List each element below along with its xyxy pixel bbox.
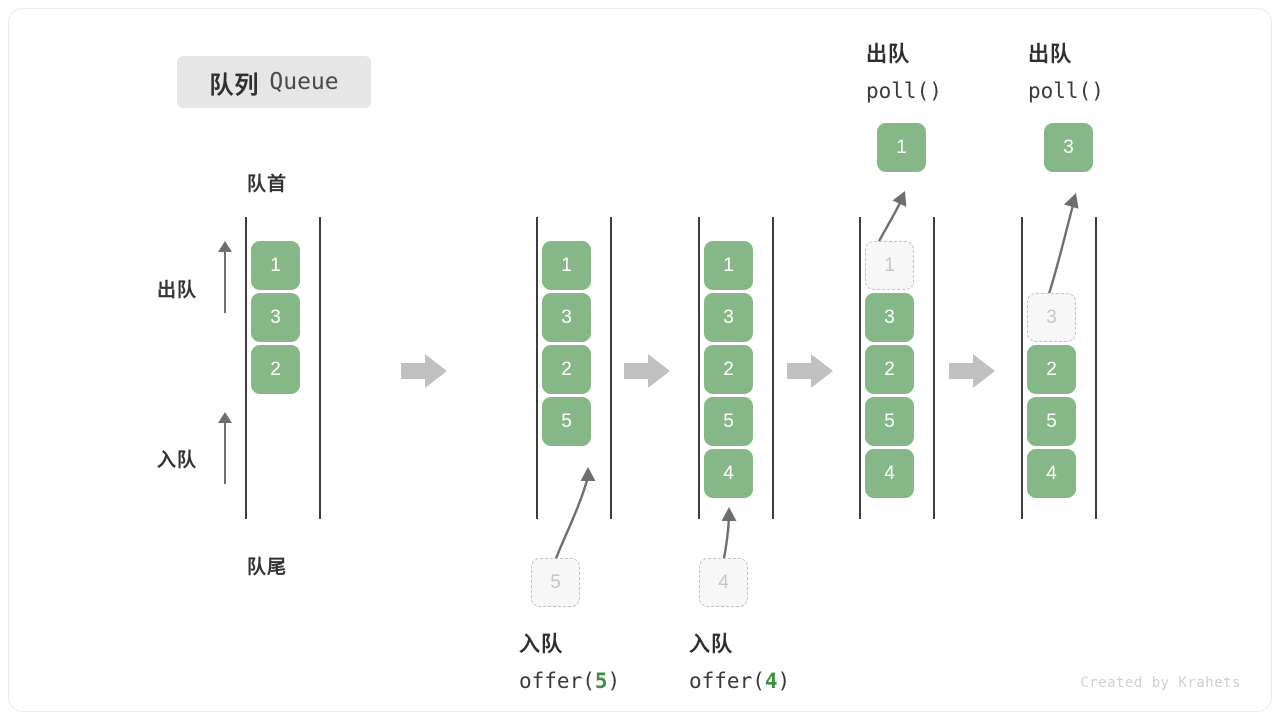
queue-item: 1 — [251, 241, 300, 290]
incoming-box-4: 4 — [699, 558, 748, 607]
queue-item: 2 — [542, 345, 591, 394]
incoming-value: 5 — [531, 558, 580, 607]
enqueue-arrow-icon — [218, 412, 232, 484]
queue-slot: 5 — [865, 397, 914, 446]
incoming-value: 4 — [699, 558, 748, 607]
queue-item: 1 — [542, 241, 591, 290]
queue-slot: 3 — [865, 293, 914, 342]
rail-right — [610, 217, 612, 519]
queue-item: 5 — [704, 397, 753, 446]
operation-fn: poll() — [1028, 79, 1104, 103]
operation-close: ) — [777, 669, 791, 693]
rail-left — [536, 217, 538, 519]
operation-fn: offer( — [689, 669, 765, 693]
enqueue-curve-arrow-5-icon — [553, 467, 596, 562]
operation-fn: offer( — [519, 669, 595, 693]
queue-slot: 3 — [704, 293, 753, 342]
operation-cn: 入队 — [519, 633, 563, 656]
title-badge: 队列 Queue — [177, 56, 371, 108]
queue-slot: 5 — [542, 397, 591, 446]
rail-left — [245, 217, 247, 519]
queue-item: 3 — [542, 293, 591, 342]
enqueue-label: 入队 — [157, 450, 198, 471]
rail-right — [772, 217, 774, 519]
operation-arg: 5 — [594, 669, 608, 693]
queue-slot: 4 — [1027, 449, 1076, 498]
queue-slot: 2 — [251, 345, 300, 394]
rail-right — [319, 217, 321, 519]
diagram-card: 队列 Queue 队首 队尾 出队 入队 1 3 2 1 3 — [8, 8, 1272, 712]
operation-label-offer-4: 入队 offer(4) — [689, 627, 790, 702]
queue-slot: 2 — [865, 345, 914, 394]
watermark: Created by Krahets — [1080, 675, 1241, 691]
queue-item-new: 4 — [704, 449, 753, 498]
step-transition-arrow-icon — [401, 354, 447, 388]
queue-item-new: 5 — [542, 397, 591, 446]
queue-slot: 4 — [704, 449, 753, 498]
rail-right — [933, 217, 935, 519]
queue-slot: 1 — [542, 241, 591, 290]
queue-item: 4 — [865, 449, 914, 498]
rail-left — [698, 217, 700, 519]
queue-slot: 5 — [1027, 397, 1076, 446]
queue-item-removed: 1 — [865, 241, 914, 290]
step-transition-arrow-icon — [949, 354, 995, 388]
dequeue-label: 出队 — [157, 280, 198, 301]
queue-slot: 4 — [865, 449, 914, 498]
popped-box-3: 3 — [1044, 123, 1093, 172]
queue-slot: 3 — [251, 293, 300, 342]
rail-left — [1021, 217, 1023, 519]
queue-slot: 2 — [542, 345, 591, 394]
operation-label-poll-3: 出队 poll() — [1028, 37, 1104, 109]
queue-slot: 3 — [542, 293, 591, 342]
queue-slot: 3 — [1027, 293, 1076, 342]
operation-arg: 4 — [764, 669, 778, 693]
incoming-box-5: 5 — [531, 558, 580, 607]
queue-item: 1 — [704, 241, 753, 290]
queue-slot: 2 — [1027, 345, 1076, 394]
queue-slot: 1 — [251, 241, 300, 290]
queue-item: 4 — [1027, 449, 1076, 498]
operation-cn: 入队 — [689, 633, 733, 656]
queue-item-removed: 3 — [1027, 293, 1076, 342]
queue-slot: 2 — [704, 345, 753, 394]
queue-item: 2 — [1027, 345, 1076, 394]
front-label: 队首 — [247, 174, 288, 195]
queue-item: 2 — [704, 345, 753, 394]
step-transition-arrow-icon — [787, 354, 833, 388]
operation-cn: 出队 — [1028, 43, 1072, 66]
rail-left — [859, 217, 861, 519]
queue-slot: 1 — [865, 241, 914, 290]
queue-item: 3 — [251, 293, 300, 342]
rear-label: 队尾 — [247, 557, 288, 578]
dequeue-arrow-icon — [218, 241, 232, 313]
operation-cn: 出队 — [866, 43, 910, 66]
step-transition-arrow-icon — [624, 354, 670, 388]
title-english: Queue — [269, 69, 339, 95]
operation-label-poll-1: 出队 poll() — [866, 37, 942, 109]
queue-item: 2 — [865, 345, 914, 394]
queue-item: 5 — [1027, 397, 1076, 446]
operation-close: ) — [607, 669, 621, 693]
queue-item: 3 — [704, 293, 753, 342]
popped-value: 1 — [877, 123, 926, 172]
operation-label-offer-5: 入队 offer(5) — [519, 627, 620, 702]
queue-item: 3 — [865, 293, 914, 342]
queue-slot: 1 — [704, 241, 753, 290]
queue-item: 5 — [865, 397, 914, 446]
operation-fn: poll() — [866, 79, 942, 103]
title-chinese: 队列 — [209, 71, 260, 99]
popped-value: 3 — [1044, 123, 1093, 172]
queue-slot: 5 — [704, 397, 753, 446]
popped-box-1: 1 — [877, 123, 926, 172]
queue-item: 2 — [251, 345, 300, 394]
rail-right — [1095, 217, 1097, 519]
dequeue-curve-arrow-3-icon — [1045, 193, 1079, 301]
